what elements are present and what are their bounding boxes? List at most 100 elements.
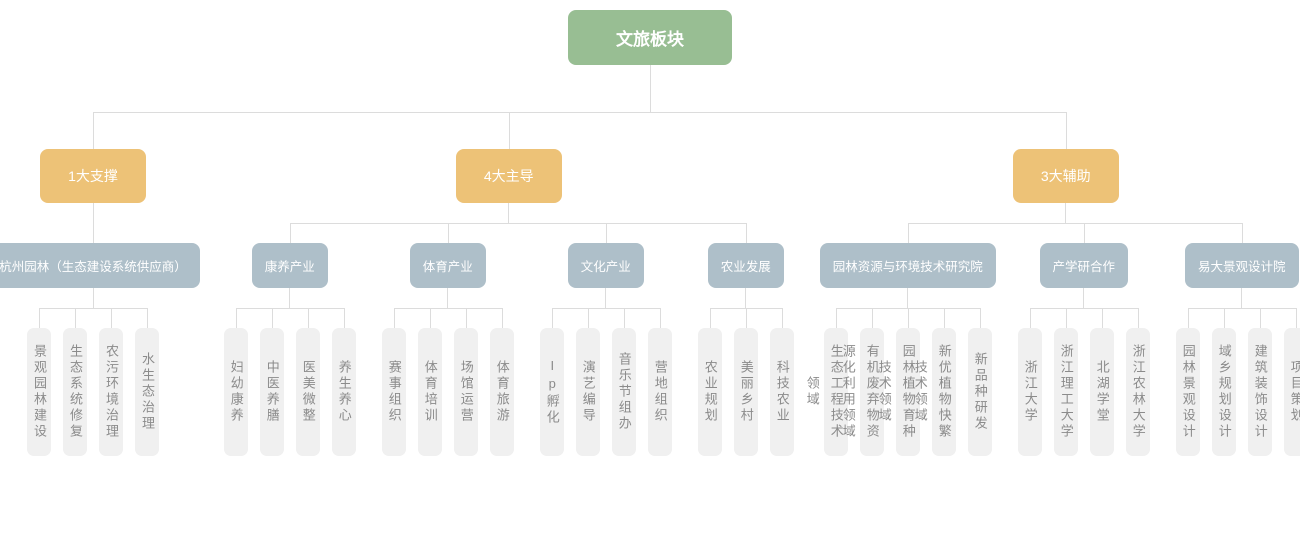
leaf-2-2-3: 项目策划 [1277, 308, 1300, 456]
leaf-capsule: 美丽乡村 [733, 328, 758, 456]
items-row: 生态工程技术领域有机废弃物资源化利用领域园林植物育种技术领域新优植物快繁技术领域… [805, 308, 998, 456]
items-row: 景观园林建设生态系统修复农污环境治理水生态治理 [21, 308, 165, 456]
groups-row: 康养产业妇幼康养中医养膳医美微整养生养心体育产业赛事组织体育培训场馆运营体育旅游… [211, 223, 807, 456]
leaf-1-2-1: 演艺编导 [569, 308, 606, 456]
connector-stub [508, 203, 510, 223]
items-row: 赛事组织体育培训场馆运营体育旅游 [376, 308, 520, 456]
group-box: 康养产业 [251, 243, 328, 288]
group-1-1: 体育产业赛事组织体育培训场馆运营体育旅游 [368, 223, 527, 456]
leaf-capsule: 生态工程技术领域 [805, 328, 848, 456]
leaf-capsule: 浙江理工大学 [1053, 328, 1078, 456]
branch-box: 1大支撑 [40, 149, 146, 203]
leaf-2-1-0: 浙江大学 [1012, 308, 1048, 456]
leaf-2-0-3: 新优植物快繁技术领域 [913, 308, 962, 456]
leaf-1-0-1: 中医养膳 [253, 308, 290, 456]
branch-1: 4大主导康养产业妇幼康养中医养膳医美微整养生养心体育产业赛事组织体育培训场馆运营… [208, 112, 809, 456]
leaf-capsule: 建筑装饰设计 [1247, 328, 1272, 456]
connector-stub [289, 288, 291, 308]
connector-stub [1241, 288, 1243, 308]
leaf-1-2-0: Ip孵化 [534, 308, 570, 456]
leaf-1-3-1: 美丽乡村 [727, 308, 764, 456]
leaf-capsule: 园林植物育种技术领域 [877, 328, 920, 456]
leaf-1-1-2: 场馆运营 [447, 308, 484, 456]
leaf-capsule: 赛事组织 [381, 328, 406, 456]
leaf-1-0-3: 养生养心 [325, 308, 362, 456]
group-box: 文化产业 [567, 243, 644, 288]
groups-row: 园林资源与环境技术研究院生态工程技术领域有机废弃物资源化利用领域园林植物育种技术… [805, 223, 1300, 456]
leaf-0-0-1: 生态系统修复 [57, 308, 93, 456]
leaf-1-2-2: 音乐节组办 [605, 308, 642, 456]
leaf-capsule: 演艺编导 [575, 328, 600, 456]
root-node-box: 文旅板块 [568, 10, 732, 65]
group-box: 农业发展 [707, 243, 784, 288]
leaf-capsule: 农污环境治理 [99, 328, 123, 456]
leaf-capsule: 新品种研发 [967, 328, 992, 456]
leaf-0-0-0: 景观园林建设 [21, 308, 57, 456]
leaf-capsule: 新优植物快繁技术领域 [913, 328, 956, 456]
branches-row: 1大支撑杭州园林（生态建设系统供应商） 景观园林建设生态系统修复农污环境治理水生态… [0, 112, 1300, 456]
leaf-capsule: 妇幼康养 [223, 328, 248, 456]
leaf-2-1-2: 北湖学堂 [1083, 308, 1120, 456]
group-2-2: 易大景观设计院园林景观设计域乡规划设计建筑装饰设计项目策划 [1162, 223, 1300, 456]
leaf-1-1-0: 赛事组织 [376, 308, 412, 456]
leaf-1-2-3: 营地组织 [641, 308, 678, 456]
leaf-1-0-0: 妇幼康养 [218, 308, 254, 456]
connector-stub [447, 288, 449, 308]
items-row: 妇幼康养中医养膳医美微整养生养心 [218, 308, 362, 456]
leaf-2-0-2: 园林植物育种技术领域 [877, 308, 926, 456]
leaf-1-1-1: 体育培训 [411, 308, 448, 456]
leaf-1-3-0: 农业规划 [692, 308, 728, 456]
connector-stub [1083, 288, 1085, 308]
leaf-2-2-1: 域乡规划设计 [1205, 308, 1242, 456]
leaf-1-3-2: 科技农业 [763, 308, 800, 456]
connector-stub [92, 288, 94, 308]
leaf-2-1-1: 浙江理工大学 [1047, 308, 1084, 456]
group-1-2: 文化产业 Ip孵化演艺编导音乐节组办营地组织 [526, 223, 685, 456]
leaf-capsule: 营地组织 [647, 328, 672, 456]
leaf-2-1-3: 浙江农林大学 [1119, 308, 1156, 456]
connector-stub [745, 288, 747, 308]
branch-box: 4大主导 [455, 149, 562, 203]
leaf-capsule: 水生态治理 [135, 328, 159, 456]
leaf-capsule: 养生养心 [331, 328, 356, 456]
connector-stub [907, 288, 909, 308]
connector-stub [649, 65, 651, 112]
leaf-capsule: 医美微整 [295, 328, 320, 456]
leaf-capsule: 域乡规划设计 [1211, 328, 1236, 456]
group-1-3: 农业发展农业规划美丽乡村科技农业 [684, 223, 807, 456]
branch-box: 3大辅助 [1012, 149, 1119, 203]
group-box: 易大景观设计院 [1185, 243, 1299, 288]
items-row: 园林景观设计域乡规划设计建筑装饰设计项目策划 [1170, 308, 1300, 456]
group-box: 杭州园林（生态建设系统供应商） [0, 243, 200, 288]
leaf-capsule: 项目策划 [1283, 328, 1300, 456]
items-row: 农业规划美丽乡村科技农业 [692, 308, 800, 456]
leaf-capsule: 景观园林建设 [27, 328, 51, 456]
leaf-2-0-1: 有机废弃物资源化利用领域 [841, 308, 890, 456]
leaf-capsule: 农业规划 [697, 328, 722, 456]
leaf-capsule: 音乐节组办 [611, 328, 636, 456]
connector-stub [605, 288, 607, 308]
leaf-1-0-2: 医美微整 [289, 308, 326, 456]
leaf-capsule: 生态系统修复 [63, 328, 87, 456]
leaf-capsule: 体育培训 [417, 328, 442, 456]
leaf-2-0-4: 新品种研发 [961, 308, 998, 456]
leaf-0-0-3: 水生态治理 [129, 308, 165, 456]
leaf-2-2-0: 园林景观设计 [1170, 308, 1206, 456]
leaf-capsule: 有机废弃物资源化利用领域 [841, 328, 884, 456]
group-box: 产学研合作 [1039, 243, 1129, 288]
leaf-capsule: 场馆运营 [453, 328, 478, 456]
group-2-0: 园林资源与环境技术研究院生态工程技术领域有机废弃物资源化利用领域园林植物育种技术… [805, 223, 1005, 456]
leaf-capsule: 科技农业 [769, 328, 794, 456]
leaf-0-0-2: 农污环境治理 [93, 308, 129, 456]
leaf-capsule: 园林景观设计 [1175, 328, 1200, 456]
groups-row: 杭州园林（生态建设系统供应商） 景观园林建设生态系统修复农污环境治理水生态治理 [0, 223, 207, 456]
branch-2: 3大辅助园林资源与环境技术研究院生态工程技术领域有机废弃物资源化利用领域园林植物… [805, 112, 1300, 456]
group-1-0: 康养产业妇幼康养中医养膳医美微整养生养心 [211, 223, 369, 456]
group-0-0: 杭州园林（生态建设系统供应商） 景观园林建设生态系统修复农污环境治理水生态治理 [0, 223, 207, 456]
items-row: Ip孵化演艺编导音乐节组办营地组织 [534, 308, 678, 456]
leaf-1-1-3: 体育旅游 [483, 308, 520, 456]
group-2-1: 产学研合作浙江大学浙江理工大学北湖学堂浙江农林大学 [1004, 223, 1163, 456]
leaf-2-0-0: 生态工程技术领域 [805, 308, 854, 456]
connector-stub [1065, 203, 1067, 223]
